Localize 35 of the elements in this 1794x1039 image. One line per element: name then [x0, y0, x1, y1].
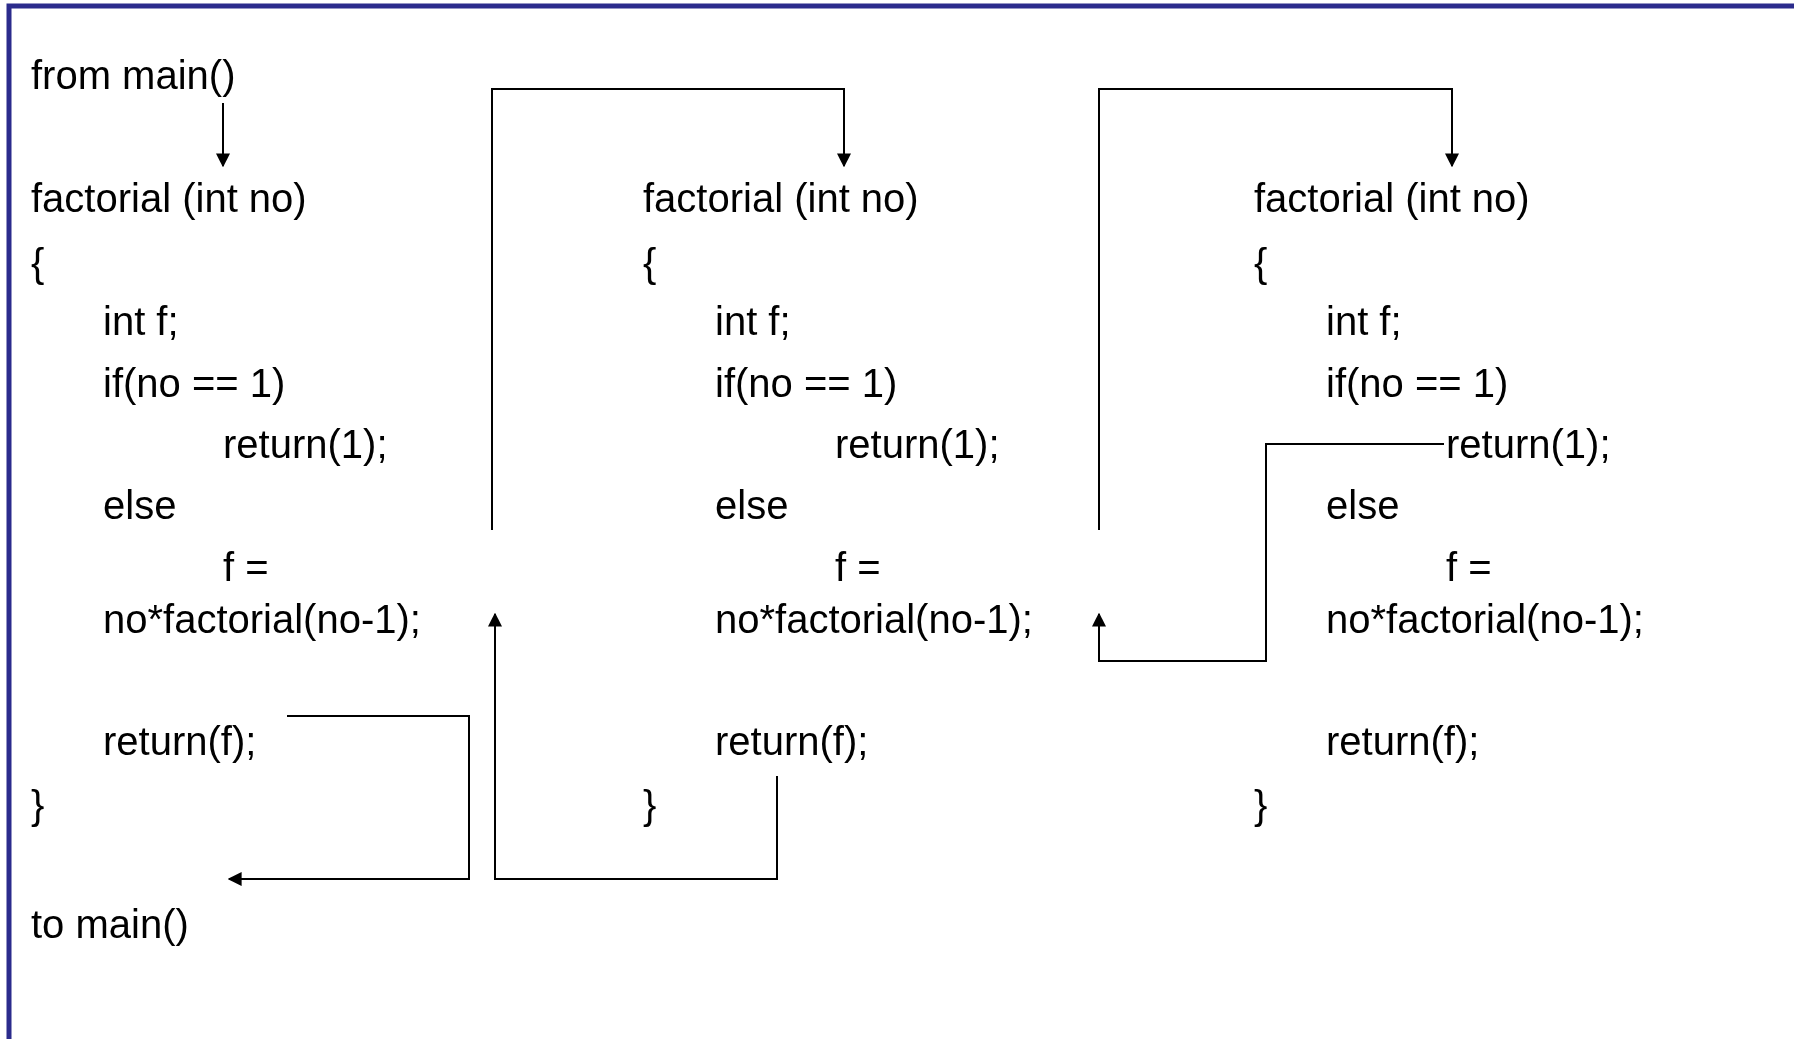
code-line: int f;: [715, 295, 791, 347]
code-line: int f;: [1326, 295, 1402, 347]
code-line: return(1);: [835, 418, 1000, 470]
arrow: [491, 88, 851, 531]
code-line: return(1);: [223, 418, 388, 470]
code-line: else: [715, 479, 789, 531]
arrow: [1098, 88, 1459, 531]
code-line: }: [1254, 779, 1268, 831]
code-line: if(no == 1): [103, 357, 286, 409]
code-line: else: [103, 479, 177, 531]
code-line: }: [643, 779, 657, 831]
code-line: return(f);: [715, 715, 869, 767]
function-header: factorial (int no): [1254, 172, 1530, 224]
arrow: [488, 612, 778, 880]
function-header: factorial (int no): [643, 172, 919, 224]
code-line: f = no*factorial(no-1);: [715, 541, 1135, 645]
code-line: }: [31, 779, 45, 831]
code-line: f = no*factorial(no-1);: [103, 541, 523, 645]
code-line: else: [1326, 479, 1400, 531]
code-line: {: [643, 237, 657, 289]
code-line: return(f);: [103, 715, 257, 767]
code-line: if(no == 1): [1326, 357, 1509, 409]
code-line: f = no*factorial(no-1);: [1326, 541, 1746, 645]
arrow: [1092, 443, 1445, 662]
code-line: {: [31, 237, 45, 289]
code-line: from main(): [31, 49, 236, 101]
arrow: [227, 715, 470, 886]
code-line: to main(): [31, 898, 189, 950]
code-line: return(f);: [1326, 715, 1480, 767]
function-header: factorial (int no): [31, 172, 307, 224]
code-line: if(no == 1): [715, 357, 898, 409]
arrow: [216, 102, 230, 168]
code-line: {: [1254, 237, 1268, 289]
code-line: int f;: [103, 295, 179, 347]
code-line: return(1);: [1446, 418, 1611, 470]
